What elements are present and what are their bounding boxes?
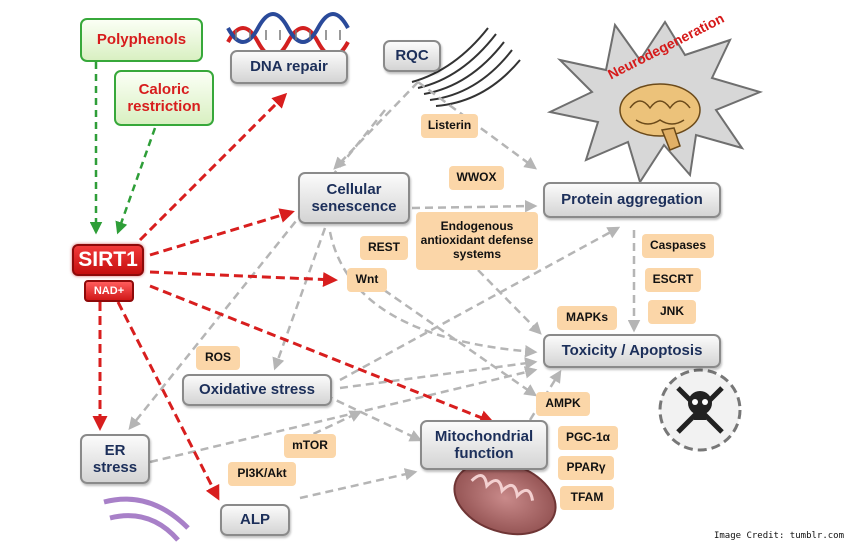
dna-repair-label: DNA repair: [250, 58, 328, 76]
ampk-box: AMPK: [536, 392, 590, 416]
listerin-box: Listerin: [421, 114, 478, 138]
caloric-restriction-box: Caloric restriction: [114, 70, 214, 126]
cellular-senescence-label: Cellular senescence: [311, 180, 397, 215]
intake-arrows: [89, 62, 157, 235]
toxicity-apoptosis-box: Toxicity / Apoptosis: [543, 334, 721, 368]
dna-repair-box: DNA repair: [230, 50, 348, 84]
endogenous-box: Endogenous antioxidant defense systems: [416, 212, 538, 270]
wwox-box: WWOX: [449, 166, 504, 190]
jnk-label: JNK: [659, 304, 684, 319]
alp-box: ALP: [220, 504, 290, 536]
ros-label: ROS: [204, 350, 231, 365]
mtor-box: mTOR: [284, 434, 336, 458]
mapks-label: MAPKs: [565, 310, 608, 325]
rest-box: REST: [360, 236, 408, 260]
cellular-senescence-box: Cellular senescence: [298, 172, 410, 224]
caspases-label: Caspases: [649, 238, 707, 253]
caloric-restriction-label: Caloric restriction: [127, 80, 201, 115]
wnt-box: Wnt: [347, 268, 387, 292]
wnt-label: Wnt: [355, 272, 379, 287]
er-stress-label: ER stress: [92, 441, 138, 476]
er-stress-box: ER stress: [80, 434, 150, 484]
rqc-label: RQC: [395, 47, 429, 65]
ppar-label: PPARγ: [566, 460, 606, 475]
pgc1a-box: PGC-1α: [558, 426, 618, 450]
polyphenols-label: Polyphenols: [96, 31, 187, 49]
ppar-box: PPARγ: [558, 456, 614, 480]
ampk-label: AMPK: [545, 396, 581, 411]
pi3k-akt-label: PI3K/Akt: [237, 466, 287, 481]
sirt1-label: SIRT1: [78, 247, 138, 271]
caspases-box: Caspases: [642, 234, 714, 258]
pi3k-akt-box: PI3K/Akt: [228, 462, 296, 486]
tfam-box: TFAM: [560, 486, 614, 510]
nad-box: NAD+: [84, 280, 134, 302]
rqc-box: RQC: [383, 40, 441, 72]
oxidative-stress-label: Oxidative stress: [199, 381, 315, 399]
image-credit: Image Credit: tumblr.com: [713, 531, 844, 541]
tfam-label: TFAM: [570, 490, 604, 505]
escrt-label: ESCRT: [652, 272, 694, 287]
mitochondrial-function-label: Mitochondrial function: [434, 427, 534, 462]
mtor-label: mTOR: [292, 438, 328, 453]
polyphenols-box: Polyphenols: [80, 18, 203, 62]
ros-box: ROS: [196, 346, 240, 370]
protein-aggregation-label: Protein aggregation: [561, 191, 703, 209]
mitochondrion-icon: [453, 460, 557, 536]
rest-label: REST: [367, 240, 400, 255]
er-membrane-icon: [103, 496, 190, 542]
toxicity-apoptosis-label: Toxicity / Apoptosis: [561, 342, 703, 360]
oxidative-stress-box: Oxidative stress: [182, 374, 332, 406]
alp-label: ALP: [240, 511, 270, 529]
nad-label: NAD+: [93, 284, 125, 297]
escrt-box: ESCRT: [645, 268, 701, 292]
protein-aggregation-box: Protein aggregation: [543, 182, 721, 218]
listerin-label: Listerin: [427, 118, 472, 133]
wwox-label: WWOX: [456, 170, 497, 185]
jnk-box: JNK: [648, 300, 696, 324]
sirt1-box: SIRT1: [72, 244, 144, 276]
mapks-box: MAPKs: [557, 306, 617, 330]
endogenous-label: Endogenous antioxidant defense systems: [420, 219, 534, 261]
pgc1a-label: PGC-1α: [565, 430, 611, 445]
mitochondrial-function-box: Mitochondrial function: [420, 420, 548, 470]
activation-arrows: [92, 92, 495, 501]
skull-icon: [658, 368, 742, 452]
